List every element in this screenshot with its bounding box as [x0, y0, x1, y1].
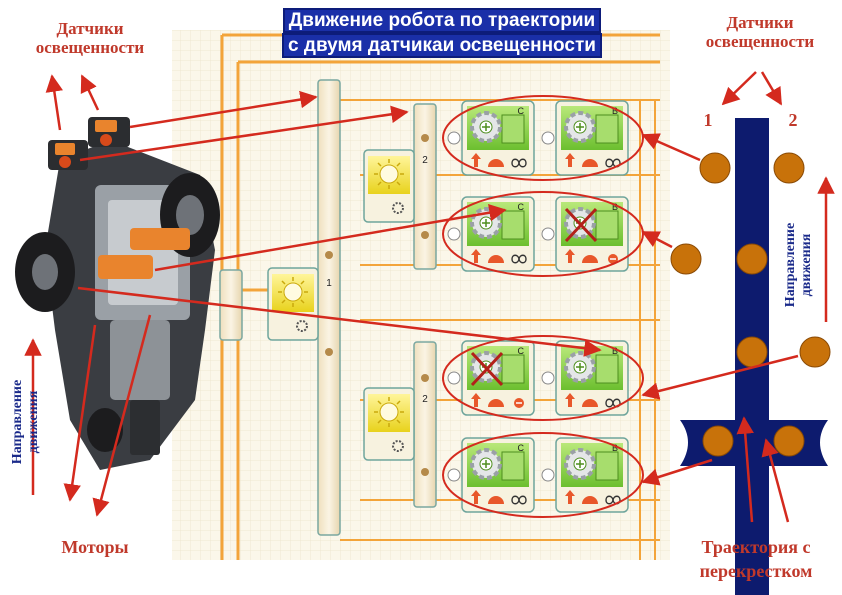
label-motors: Моторы: [61, 537, 129, 557]
motor-port-label: C: [518, 443, 525, 453]
label-sensors-left-line1: Датчики: [56, 19, 124, 38]
label-direction-right-line1: Направление: [783, 222, 798, 308]
speed-icon: [488, 399, 504, 407]
light-sensor-block-upper[interactable]: [363, 149, 415, 223]
light-sensor-block-main[interactable]: [267, 267, 319, 341]
label-sensors-right: Датчики освещенности: [690, 13, 830, 51]
arrow-up-icon: [471, 153, 481, 167]
motor-port-label: C: [518, 346, 525, 356]
sun-icon: [374, 159, 404, 189]
motor-port-label: B: [612, 202, 618, 212]
infinity-icon: [605, 398, 621, 408]
stop-icon: [564, 207, 618, 264]
label-direction-left-line1: Направление: [10, 379, 25, 465]
label-trajectory-line1: Траектория с: [701, 537, 811, 557]
arrow-up-icon: [471, 249, 481, 263]
motor-block[interactable]: C: [447, 340, 535, 416]
speed-icon: [488, 255, 504, 263]
speed-icon: [582, 159, 598, 167]
speed-icon: [582, 255, 598, 263]
arrow-up-icon: [565, 490, 575, 504]
label-trajectory-line2: перекрестком: [699, 561, 813, 581]
gear-icon: [470, 111, 502, 143]
arrow-up-icon: [471, 393, 481, 407]
switch-beam-icons: [325, 134, 429, 476]
switch-upper-number: 2: [422, 155, 428, 166]
infinity-icon: [511, 158, 527, 168]
label-direction-left: Направление движения: [10, 367, 44, 477]
arrow-up-icon: [565, 153, 575, 167]
switch-lower-number: 2: [422, 394, 428, 405]
label-sensors-right-line1: Датчики: [726, 13, 794, 32]
motor-port-label: C: [518, 106, 525, 116]
gear-icon: [564, 448, 596, 480]
diagram-title: Движение робота по траектории с двумя да…: [262, 8, 622, 58]
gear-icon: [564, 111, 596, 143]
speed-icon: [582, 399, 598, 407]
robot-light-sensor-2: [88, 117, 130, 147]
infinity-icon: [511, 254, 527, 264]
label-sensors-left-line2: освещенности: [35, 37, 145, 57]
label-direction-right: Направление движения: [783, 210, 817, 320]
switch-main-number: 1: [326, 278, 332, 289]
label-sensors-right-line2: освещенности: [705, 31, 815, 51]
arrow-up-icon: [565, 393, 575, 407]
label-direction-left-line2: движения: [26, 390, 41, 454]
title-line-1: Движение робота по траектории: [284, 10, 600, 31]
robot-light-sensor-1: [48, 140, 88, 170]
infinity-icon: [511, 495, 527, 505]
sensor-number-1: 1: [704, 110, 713, 130]
speed-icon: [488, 496, 504, 504]
gear-icon: [296, 320, 308, 332]
motor-port-label: B: [612, 106, 618, 116]
gear-icon: [392, 202, 404, 214]
infinity-icon: [605, 158, 621, 168]
arrow-up-icon: [565, 249, 575, 263]
speed-icon: [582, 496, 598, 504]
motor-block[interactable]: C: [447, 100, 535, 176]
gear-icon: [392, 440, 404, 452]
switch-beams: [219, 79, 437, 536]
motor-port-label: B: [612, 346, 618, 356]
sensor-number-2: 2: [789, 110, 798, 130]
label-sensors-left: Датчики освещенности: [20, 19, 160, 57]
sun-icon: [374, 397, 404, 427]
motor-block[interactable]: B: [541, 196, 629, 272]
infinity-icon: [605, 495, 621, 505]
gear-icon: [564, 351, 596, 383]
motor-block[interactable]: C: [447, 196, 535, 272]
speed-icon: [488, 159, 504, 167]
robot-image: [15, 117, 220, 470]
motor-port-label: B: [612, 443, 618, 453]
title-line-2: с двумя датчикаи освещенности: [284, 35, 600, 56]
motor-block[interactable]: C: [447, 437, 535, 513]
stop-icon: [470, 351, 524, 408]
pointer-arrows: [24, 71, 835, 523]
light-sensor-block-lower[interactable]: [363, 387, 415, 461]
arrow-up-icon: [471, 490, 481, 504]
sensor-positions: [670, 152, 831, 457]
motor-port-label: C: [518, 202, 525, 212]
label-direction-right-line2: движения: [799, 233, 814, 297]
label-trajectory: Траектория с перекрестком: [676, 535, 836, 583]
motor-pair-highlights: [442, 95, 644, 518]
gear-icon: [470, 448, 502, 480]
sun-icon: [278, 277, 308, 307]
motor-block[interactable]: B: [541, 100, 629, 176]
